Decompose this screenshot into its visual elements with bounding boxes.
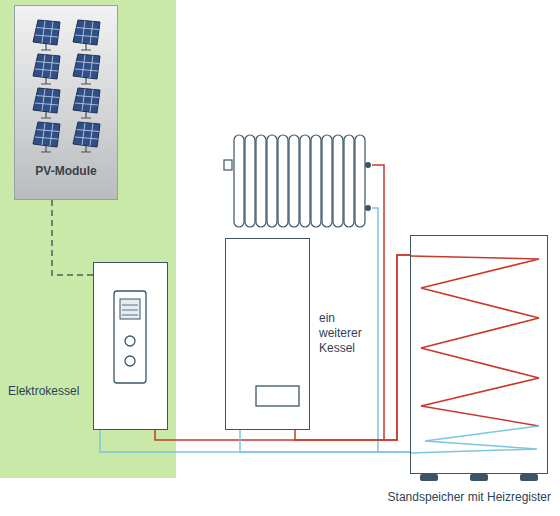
knob (125, 356, 135, 366)
return-pipe (240, 430, 410, 452)
solar-panel-icon (73, 20, 100, 50)
boiler-box: ein weiterer Kessel (225, 238, 310, 430)
heating-coil (411, 256, 539, 426)
supply-pipe (295, 255, 410, 440)
tank-foot (470, 474, 488, 481)
electric-boiler-box: Elektrokessel (93, 262, 168, 430)
radiator-fin (311, 135, 321, 227)
tank-foot (420, 474, 438, 481)
radiator-fin (278, 135, 288, 227)
knob (125, 336, 135, 346)
radiator-valve (224, 160, 232, 170)
node-drawing (411, 236, 549, 475)
power-line (52, 200, 93, 275)
return-pipe (100, 430, 410, 452)
radiator-fin (355, 135, 365, 227)
radiator-fin (234, 135, 244, 227)
node-drawing (226, 239, 311, 431)
radiator-port (365, 205, 371, 211)
node-label: Elektrokessel (8, 384, 79, 399)
control-panel (114, 291, 146, 383)
radiator-fin (344, 135, 354, 227)
solar-panel-icon (33, 20, 60, 50)
node-label: Standspeicher mit Heizregister (388, 490, 551, 505)
node-label: ein weiterer Kessel (319, 311, 375, 356)
radiator-fin (322, 135, 332, 227)
display-lines (122, 305, 138, 315)
radiator-fin (256, 135, 266, 227)
coil-return (411, 426, 539, 453)
node-drawing (94, 263, 169, 431)
radiator (224, 135, 371, 227)
solar-panel-icon (33, 54, 60, 84)
solar-panel-icon (33, 122, 60, 152)
pv-panel-box: PV-Module (14, 5, 118, 200)
return-pipe (372, 208, 378, 452)
boiler-panel (256, 386, 299, 406)
radiator-fin (333, 135, 343, 227)
solar-panel-icon (33, 88, 60, 118)
tank-foot (520, 474, 538, 481)
solar-panel-icon (73, 88, 100, 118)
solar-panel-icon (73, 54, 100, 84)
storage-tank-box: Standspeicher mit Heizregister (410, 235, 548, 474)
solar-panel-icon (73, 122, 100, 152)
node-label: PV-Module (15, 164, 117, 179)
green-region (0, 0, 176, 478)
radiator-fin (289, 135, 299, 227)
radiator-fin (300, 135, 310, 227)
display (120, 299, 140, 319)
radiator-fin (245, 135, 255, 227)
radiator-port (365, 162, 371, 168)
radiator-fin (267, 135, 277, 227)
